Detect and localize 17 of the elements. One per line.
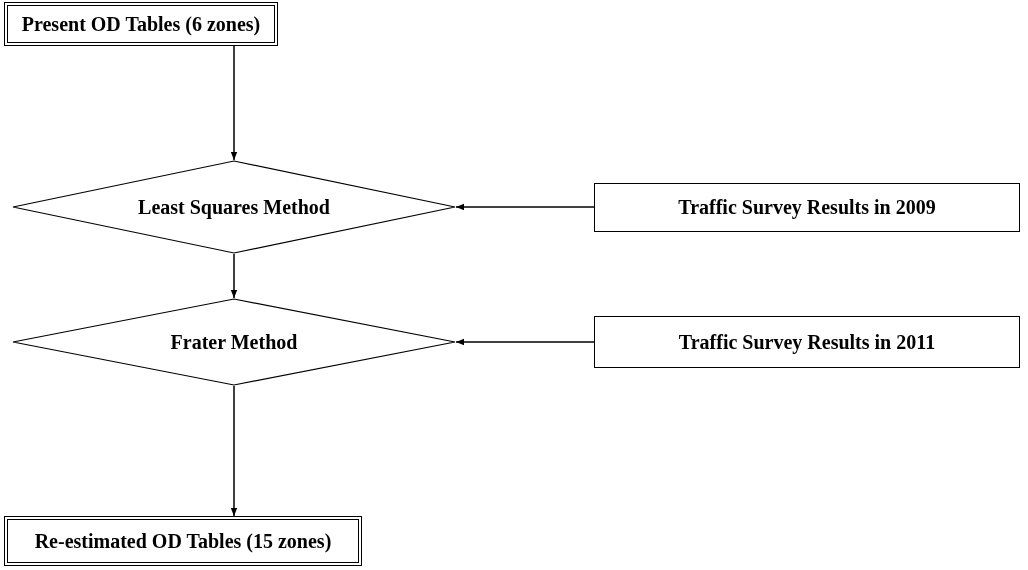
arrow [455,203,595,211]
process-box [594,316,1020,368]
process-box [4,2,278,46]
decision-diamond [12,160,456,254]
node-label: Present OD Tables (6 zones) [21,11,261,37]
node-label: Traffic Survey Results in 2011 [678,329,936,355]
arrow [230,45,238,161]
node-label: Traffic Survey Results in 2009 [678,195,936,220]
process-box [594,183,1020,232]
arrow [230,385,238,517]
node-label: Frater Method [170,329,298,355]
process-box [4,516,362,566]
decision-diamond [12,298,456,386]
node-label: Least Squares Method [138,194,330,220]
arrow [455,338,595,346]
arrow [230,253,238,299]
node-label: Re-estimated OD Tables (15 zones) [34,528,332,554]
